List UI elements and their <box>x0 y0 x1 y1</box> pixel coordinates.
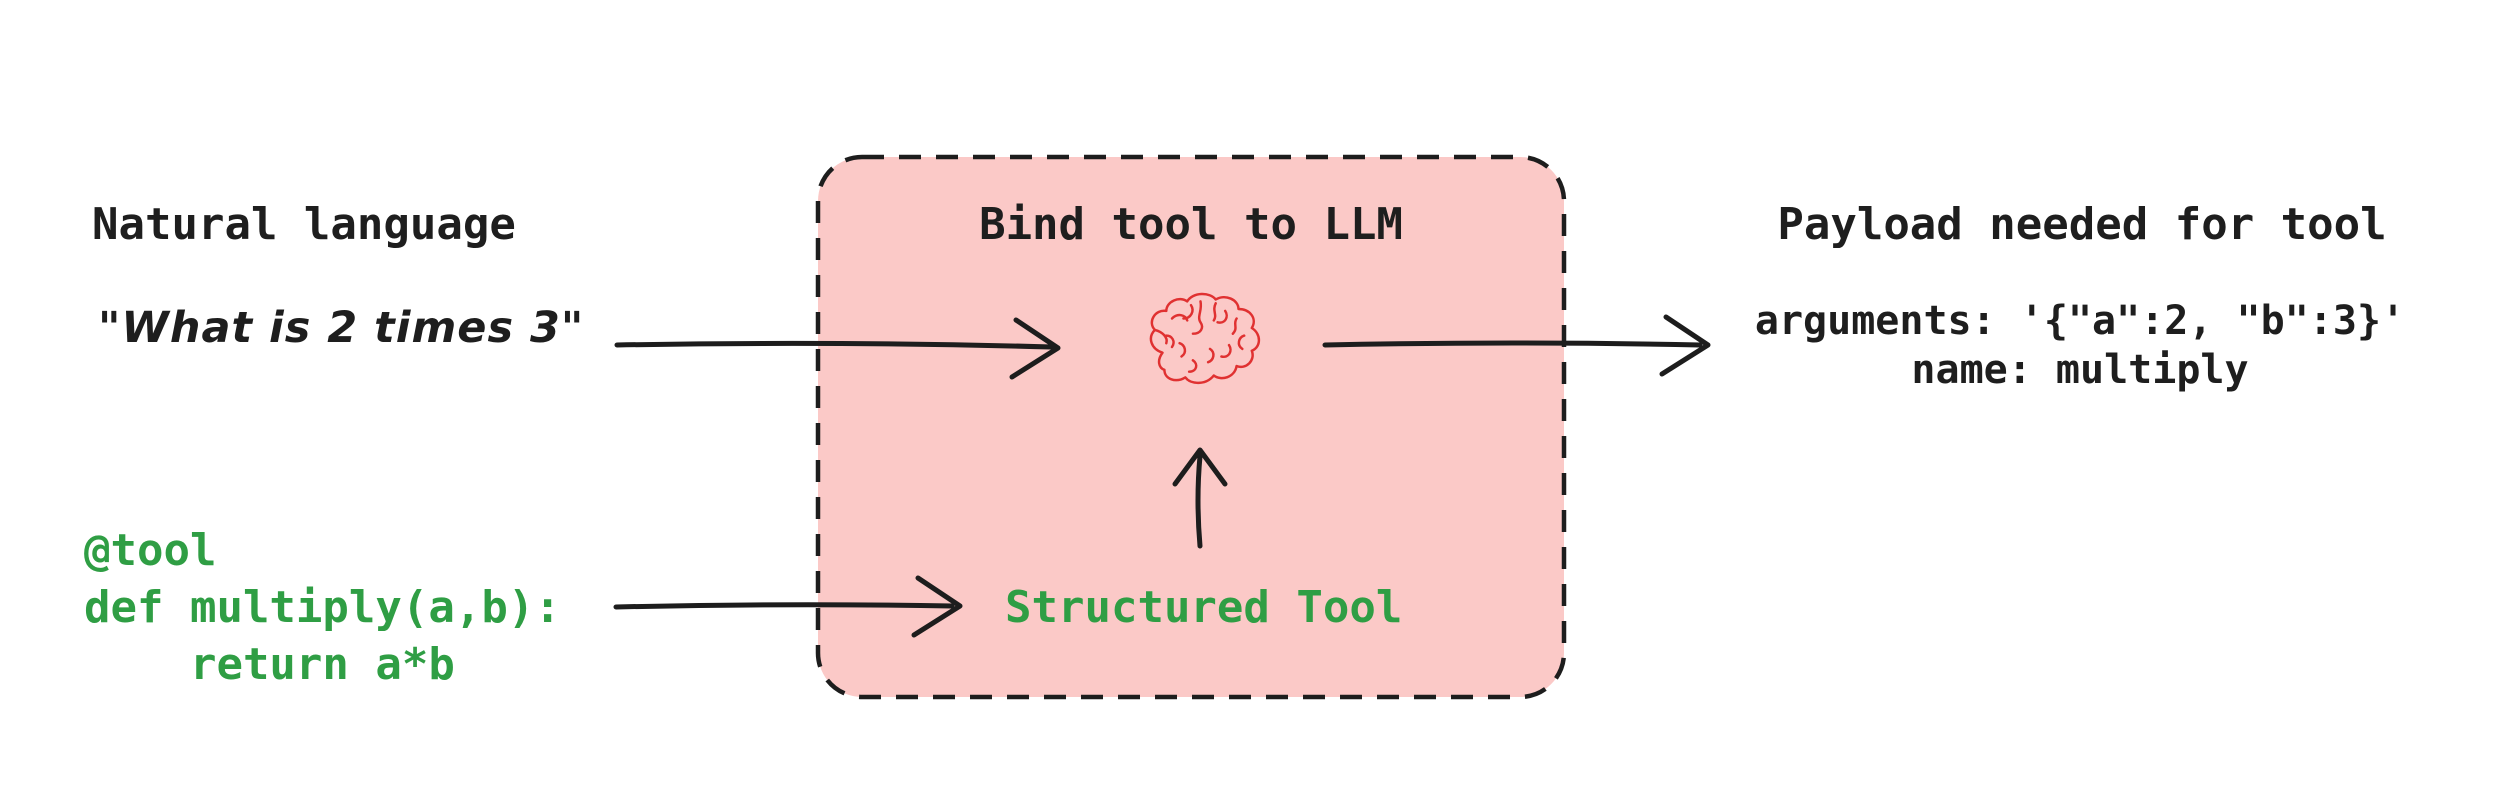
bind-tool-box <box>815 154 1567 700</box>
box-title: Bind tool to LLM <box>979 199 1403 250</box>
structured-tool-label: Structured Tool <box>1005 582 1403 633</box>
user-query-text: "What is 2 times 3" <box>98 303 585 353</box>
payload-text: arguments: '{"a":2, "b":3}' name: multip… <box>1754 298 2406 393</box>
tool-code: @tool def multiply(a,b): return a*b <box>84 525 561 690</box>
payload-heading: Payload needed for tool <box>1777 199 2387 250</box>
tool-code-arrow <box>613 575 963 638</box>
payload-output-arrow <box>1322 314 1711 377</box>
brain-icon <box>1149 292 1261 385</box>
natural-language-heading: Natural language <box>92 199 516 250</box>
structured-tool-to-llm-arrow <box>1172 447 1228 549</box>
natural-language-arrow <box>614 317 1061 380</box>
